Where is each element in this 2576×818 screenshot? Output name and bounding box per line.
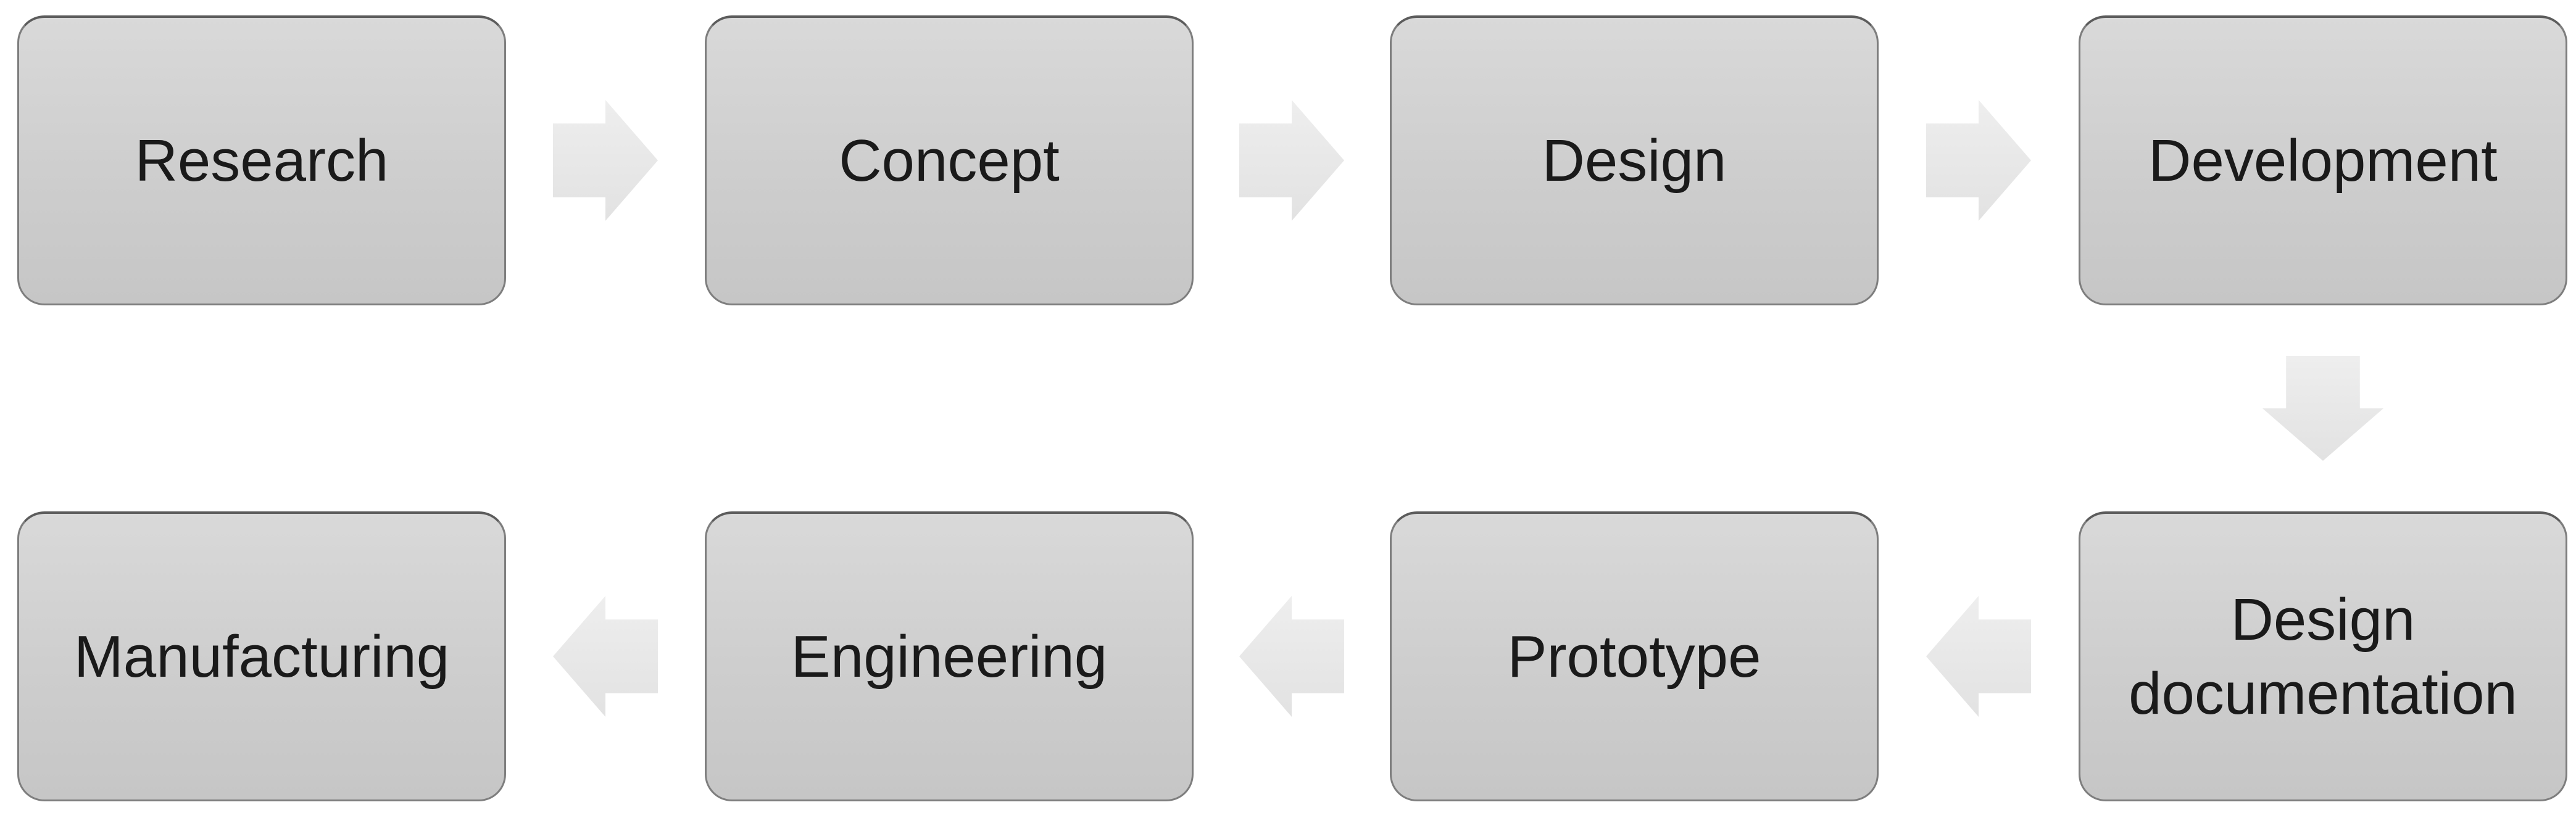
arrow-prototype-to-engineering-icon [1239, 596, 1344, 717]
node-concept: Concept [705, 15, 1194, 305]
node-concept-label: Concept [839, 127, 1060, 194]
node-design-documentation: Design documentation [2079, 511, 2567, 801]
arrow-development-to-design-documentation-icon [2262, 356, 2383, 461]
node-prototype-label: Prototype [1507, 623, 1761, 690]
node-manufacturing-label: Manufacturing [73, 623, 450, 690]
node-design-documentation-label: Design documentation [2129, 586, 2517, 727]
arrow-engineering-to-manufacturing-icon [553, 596, 658, 717]
arrow-concept-to-design-icon [1239, 100, 1344, 221]
node-development-label: Development [2148, 127, 2498, 194]
node-research-label: Research [135, 127, 389, 194]
node-prototype: Prototype [1390, 511, 1879, 801]
arrow-research-to-concept-icon [553, 100, 658, 221]
node-engineering-label: Engineering [791, 623, 1108, 690]
node-development: Development [2079, 15, 2567, 305]
node-manufacturing: Manufacturing [17, 511, 506, 801]
node-design: Design [1390, 15, 1879, 305]
arrow-design-to-development-icon [1926, 100, 2031, 221]
node-engineering: Engineering [705, 511, 1194, 801]
arrow-design-documentation-to-prototype-icon [1926, 596, 2031, 717]
node-research: Research [17, 15, 506, 305]
node-design-label: Design [1542, 127, 1727, 194]
